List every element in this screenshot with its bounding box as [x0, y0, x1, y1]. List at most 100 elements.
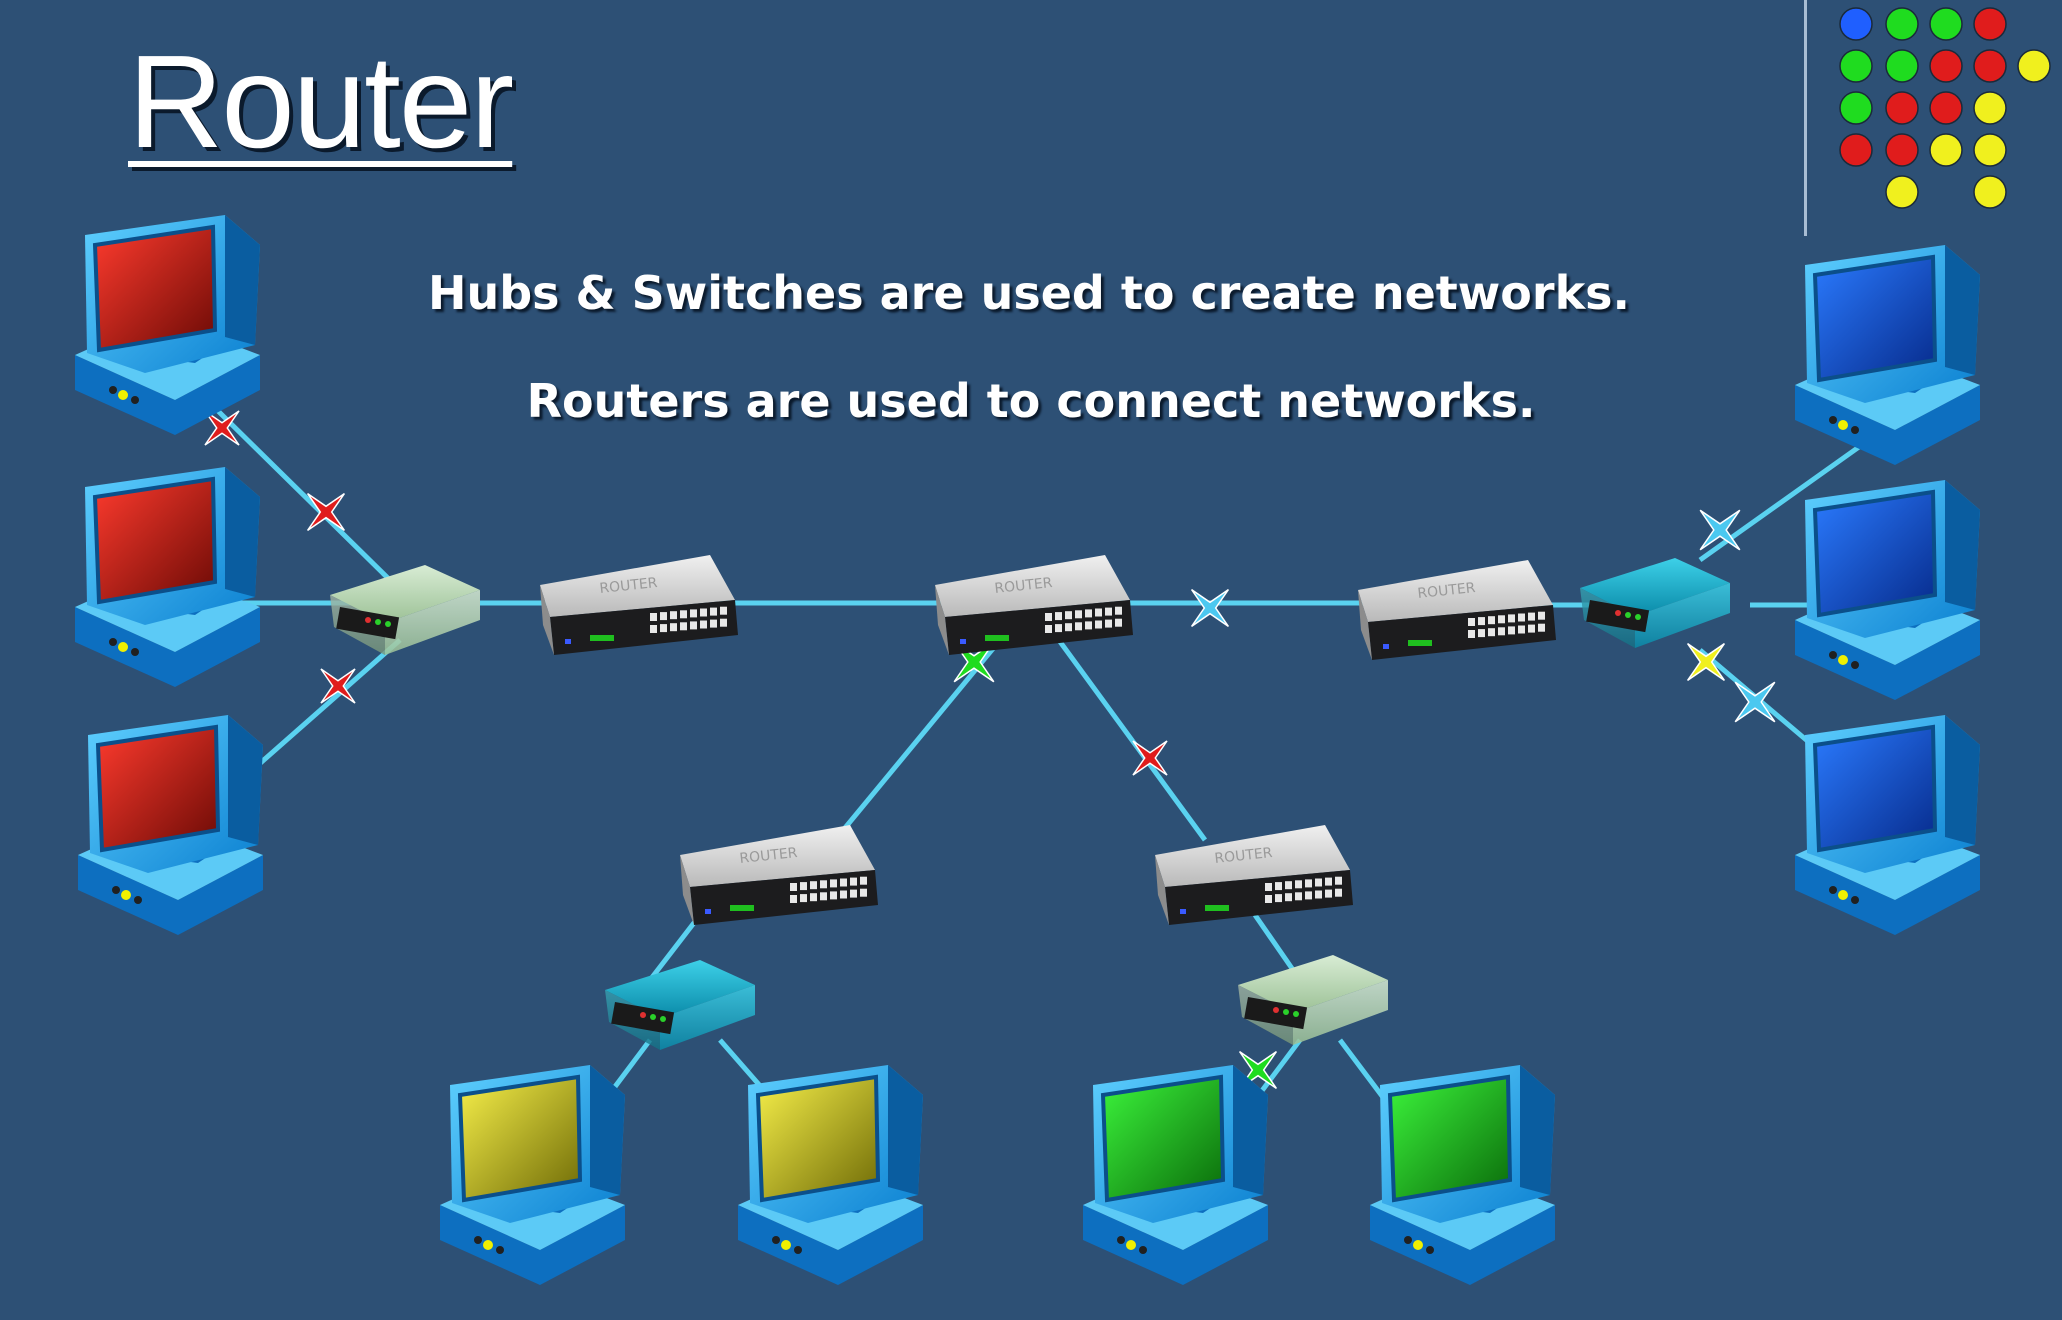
router-port [720, 618, 727, 627]
legend-dot [1929, 7, 1963, 41]
legend-dot [1839, 7, 1873, 41]
drive-light [483, 1240, 493, 1250]
router-port [800, 882, 807, 891]
packet-stars-layer [204, 410, 1776, 1090]
router-side [935, 585, 949, 655]
hub-front [1635, 583, 1730, 648]
router-port [1528, 612, 1535, 621]
monitor-side [225, 467, 260, 597]
hub-top [605, 960, 755, 1018]
router-port [1065, 623, 1072, 632]
drive-light [1838, 890, 1848, 900]
router-port [700, 608, 707, 617]
router-port [850, 889, 857, 898]
router-port [820, 892, 827, 901]
monitor-screen [92, 476, 218, 605]
router-right: ROUTER [1358, 560, 1556, 660]
computer-base [1795, 385, 1980, 465]
router-port [1538, 623, 1545, 632]
computer-blue-3 [1795, 715, 1980, 935]
legend-dot [1885, 91, 1919, 125]
drive-light [781, 1240, 791, 1250]
hub-led [385, 621, 391, 627]
caption-line-2: Routers are used to connect networks. [526, 374, 1536, 428]
router-port [1538, 611, 1545, 620]
router-port [1275, 894, 1282, 903]
router-port [670, 611, 677, 620]
red-packet-star [320, 668, 356, 704]
computer-base [1370, 1205, 1555, 1285]
computer-blue-1 [1795, 245, 1980, 465]
router-top [540, 555, 735, 617]
drive-light [118, 390, 128, 400]
computer-green-1 [1083, 1065, 1268, 1285]
router-port [650, 625, 657, 633]
router-port [1105, 619, 1112, 628]
computer-base [1795, 620, 1980, 700]
router-leds [1205, 905, 1229, 911]
router-port [1265, 895, 1272, 903]
hub-front [1293, 980, 1388, 1045]
corner-divider [1804, 0, 1807, 236]
legend-dot [1885, 175, 1919, 209]
router-port [1075, 622, 1082, 631]
power-led [109, 638, 117, 646]
router-port [800, 894, 807, 903]
router-port [1335, 876, 1342, 885]
router-port [660, 612, 667, 621]
router-port [690, 621, 697, 630]
router-label: ROUTER [1417, 580, 1477, 602]
computer-base [75, 355, 260, 435]
router-port [700, 620, 707, 629]
hub-front [660, 985, 755, 1050]
monitor-side [1945, 245, 1980, 375]
router-top [935, 555, 1130, 617]
monitor-side [590, 1065, 625, 1195]
legend-dot [1973, 91, 2007, 125]
computer-red-1 [75, 215, 260, 435]
router-label: ROUTER [1214, 845, 1274, 867]
router-port [1478, 617, 1485, 626]
computer-base [738, 1205, 923, 1285]
router-leds [730, 905, 754, 911]
router-port [1528, 624, 1535, 633]
router-port [1065, 611, 1072, 620]
router-port [1295, 880, 1302, 889]
legend-dot [1973, 7, 2007, 41]
page-title: Router [128, 28, 514, 175]
cyan-packet-star [1734, 681, 1776, 723]
router-label: ROUTER [739, 845, 799, 867]
router-port [1468, 618, 1475, 626]
legend-dot [1929, 133, 1963, 167]
hub-led [1625, 612, 1631, 618]
red-packet-star [204, 410, 240, 446]
power-led [109, 386, 117, 394]
router-port [810, 893, 817, 902]
power-led [1829, 416, 1837, 424]
router-power-led [565, 639, 571, 644]
monitor-side [225, 215, 260, 345]
router-port [820, 880, 827, 889]
router-port [860, 876, 867, 885]
power-led [1829, 651, 1837, 659]
power-led [1404, 1236, 1412, 1244]
monitor-side [1945, 715, 1980, 845]
cable-11 [833, 626, 1012, 842]
monitor-screen [95, 724, 221, 853]
router-port [1315, 878, 1322, 887]
drive-light [1838, 655, 1848, 665]
drive-light [118, 642, 128, 652]
power-led [1117, 1236, 1125, 1244]
hub-top [1238, 955, 1388, 1013]
legend-dot [1929, 49, 1963, 83]
monitor-screen [755, 1074, 881, 1203]
router-port [1478, 629, 1485, 638]
legend-dot [1973, 175, 2007, 209]
router-port [850, 877, 857, 886]
router-port [1325, 877, 1332, 886]
router-power-led [960, 639, 966, 644]
hub-panel [611, 1002, 675, 1035]
router-port [720, 606, 727, 615]
router-port [680, 622, 687, 631]
